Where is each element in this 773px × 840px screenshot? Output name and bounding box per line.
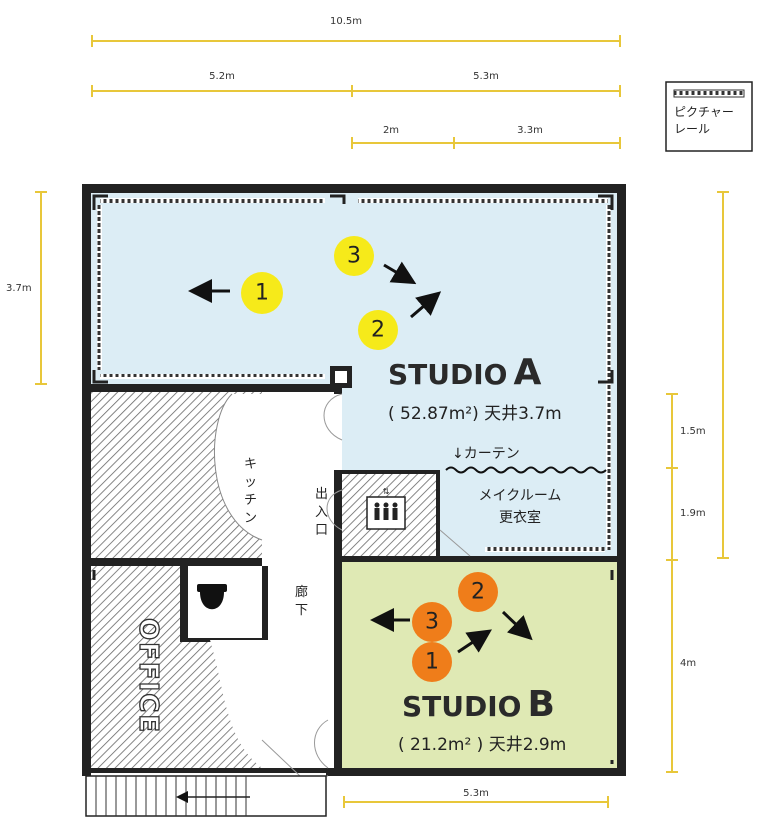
dim-right-middle: 1.9m (680, 508, 706, 519)
office-label: OFFICE (133, 618, 163, 734)
svg-text:3: 3 (425, 610, 439, 635)
dim-sub-right: 3.3m (517, 125, 543, 136)
studio-b-arrow-2-icon (501, 610, 533, 641)
studio-b-badge-2: 2 (458, 572, 498, 612)
svg-text:2: 2 (371, 318, 385, 343)
restroom-floor (188, 566, 268, 640)
dimension-top: 10.5m 5.2m 5.3m 2m 3.3m (91, 16, 621, 149)
elevator-icon: ⇅ (366, 487, 406, 530)
makeup-label-line1: メイクルーム (479, 488, 562, 504)
dim-right-width: 5.3m (473, 71, 499, 82)
pillar-inner (335, 371, 347, 383)
legend-picture-rail: ピクチャー レール (665, 81, 753, 152)
studio-b-badge-1: 1 (412, 642, 452, 682)
dim-bottom-width: 5.3m (463, 788, 489, 799)
dim-right-upper: 1.5m (680, 426, 706, 437)
studio-a-badge-1: 1 (241, 272, 283, 314)
studio-a-floor (90, 192, 617, 556)
hallway-floor (262, 392, 342, 770)
studio-b-area: ( 21.2m² ) 天井2.9m (398, 735, 566, 755)
dim-right-lower: 4m (680, 658, 696, 669)
svg-text:⇅: ⇅ (383, 487, 390, 496)
picture-rail-icon (673, 89, 745, 98)
dim-left-height: 3.7m (6, 283, 32, 294)
dim-left-width: 5.2m (209, 71, 235, 82)
office-area (90, 566, 188, 770)
stairs (85, 775, 327, 817)
entrance-label: 出 入 口 (315, 487, 332, 538)
makeup-label-line2: 更衣室 (499, 509, 541, 526)
dim-sub-left: 2m (383, 125, 399, 136)
legend-label-line2: レール (674, 122, 710, 136)
svg-text:2: 2 (471, 580, 485, 605)
studio-a-arrow-2-icon (410, 291, 442, 319)
dimension-right: 1.5m 1.9m 4m (666, 191, 729, 773)
legend-label-line1: ピクチャー (674, 105, 734, 119)
kitchen-counter (214, 394, 262, 540)
curtain-icon (445, 466, 607, 474)
corner-brackets (92, 194, 614, 764)
studio-a-arrow-3-icon (383, 261, 417, 285)
studio-a-badge-2: 2 (358, 310, 398, 350)
svg-text:3: 3 (347, 244, 361, 269)
svg-text:1: 1 (255, 281, 269, 306)
curtain-label: ↓カーテン (452, 446, 520, 462)
toilet-icon (197, 584, 227, 610)
kitchen-label: キ ッ チ ン (244, 457, 261, 526)
dimension-left: 3.7m (6, 191, 47, 385)
studio-a-area: ( 52.87m²) 天井3.7m (388, 404, 562, 424)
hallway-label: 廊 下 (295, 584, 312, 618)
dim-total-width: 10.5m (330, 16, 362, 27)
studio-b-arrow-1-icon (457, 629, 492, 654)
dimension-bottom: 5.3m (343, 788, 609, 808)
picture-rails (97, 198, 611, 552)
studio-a-badge-3: 3 (334, 236, 374, 276)
svg-text:1: 1 (425, 650, 439, 675)
office-corridor-cut (210, 640, 268, 768)
studio-b-badge-3: 3 (412, 602, 452, 642)
